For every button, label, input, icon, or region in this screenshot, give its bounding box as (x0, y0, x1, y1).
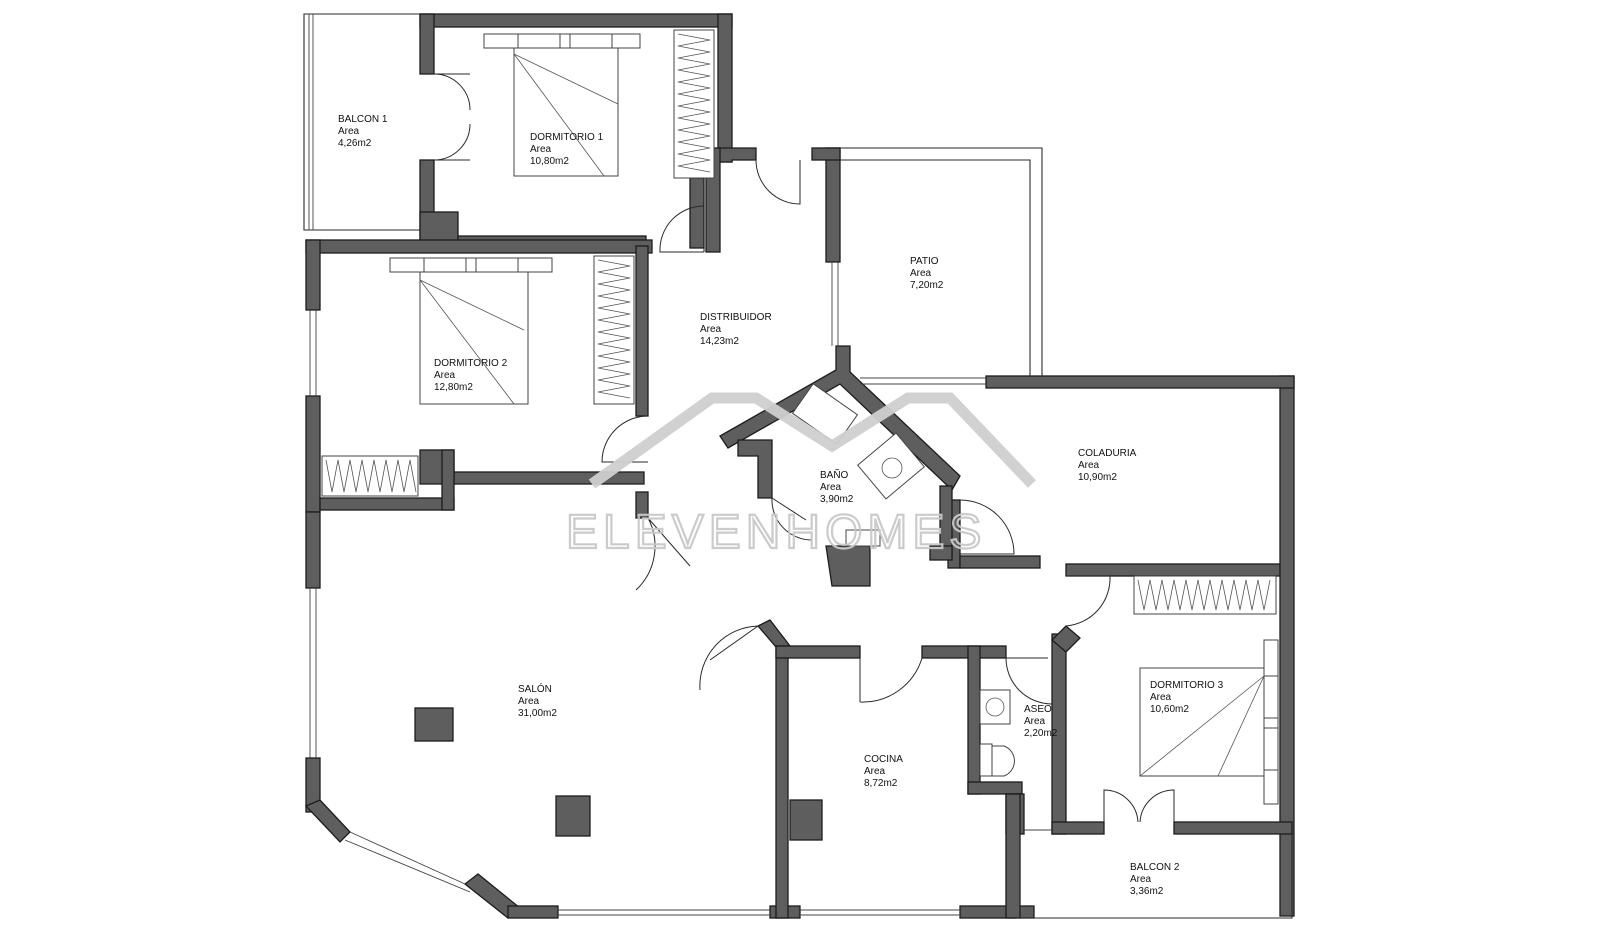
room-area: 10,90m2 (1078, 472, 1117, 483)
room-label-bano: BAÑO Area 3,90m2 (820, 468, 854, 505)
wall (1051, 821, 1105, 835)
room-area-label: Area (1150, 692, 1172, 703)
wall (825, 147, 841, 263)
pillar (555, 795, 591, 837)
walls (304, 13, 1295, 919)
pillar (789, 799, 823, 841)
wall (775, 645, 861, 659)
room-name: COLADURIA (1078, 448, 1137, 459)
wall (305, 239, 321, 311)
room-area: 31,00m2 (518, 708, 557, 719)
room-name: BALCON 2 (1130, 862, 1180, 873)
room-name: DORMITORIO 2 (434, 358, 508, 369)
wall (967, 781, 1023, 795)
wall (1005, 793, 1021, 919)
wall (419, 13, 733, 28)
room-area: 3,90m2 (820, 494, 854, 505)
room-label-dormitorio-3: DORMITORIO 3 Area 10,60m2 (1150, 680, 1224, 715)
room-label-dormitorio-2: DORMITORIO 2 Area 12,80m2 (434, 358, 508, 393)
room-area: 10,80m2 (530, 156, 569, 167)
room-label-coladuria: COLADURIA Area 10,90m2 (1078, 448, 1137, 483)
wall (319, 497, 455, 511)
room-label-aseo: ASEO Area 2,20m2 (1024, 704, 1058, 739)
wall (967, 645, 981, 795)
room-name: ASEO (1024, 704, 1052, 715)
room-area-label: Area (338, 126, 360, 137)
room-labels: BALCON 1 Area 4,26m2 DORMITORIO 1 Area 1… (338, 114, 1224, 897)
wall (959, 555, 1041, 569)
room-name: BAÑO (820, 468, 849, 481)
room-label-balcon-2: BALCON 2 Area 3,36m2 (1130, 862, 1180, 897)
room-name: BALCON 1 (338, 114, 388, 125)
room-name: DORMITORIO 1 (530, 132, 604, 143)
pillar (414, 707, 454, 742)
room-area-label: Area (1024, 716, 1046, 727)
room-area-label: Area (820, 482, 842, 493)
wall (689, 177, 705, 249)
watermark-text: ELEVENHOMES (566, 506, 986, 559)
room-label-patio: PATIO Area 7,20m2 (910, 256, 944, 291)
room-name: PATIO (910, 256, 939, 267)
room-area-label: Area (864, 766, 886, 777)
room-label-salon: SALÓN Area 31,00m2 (518, 682, 557, 719)
wall (635, 491, 649, 519)
room-area-label: Area (518, 696, 540, 707)
wall (305, 239, 653, 254)
wall (929, 545, 953, 561)
room-area-label: Area (434, 370, 456, 381)
wall (1051, 625, 1081, 653)
room-area-label: Area (1130, 874, 1152, 885)
wall (441, 449, 455, 511)
room-name: DISTRIBUIDOR (700, 312, 772, 323)
room-area-label: Area (910, 268, 932, 279)
room-area-label: Area (700, 324, 722, 335)
room-area-label: Area (1078, 460, 1100, 471)
room-name: DORMITORIO 3 (1150, 680, 1224, 691)
room-area: 8,72m2 (864, 778, 898, 789)
wall (1019, 905, 1035, 919)
room-area-label: Area (530, 144, 552, 155)
wall (305, 511, 321, 589)
room-area: 10,60m2 (1150, 704, 1189, 715)
room-area: 4,26m2 (338, 138, 372, 149)
wall (921, 645, 1007, 659)
outlines (303, 13, 1293, 919)
doors (433, 73, 1175, 823)
room-label-balcon-1: BALCON 1 Area 4,26m2 (338, 114, 388, 149)
watermark: ELEVENHOMES (565, 392, 1036, 560)
room-area: 7,20m2 (910, 280, 944, 291)
wall (635, 245, 649, 417)
wall (775, 645, 789, 919)
wall (1065, 563, 1293, 577)
room-name: SALÓN (518, 682, 552, 695)
wall (419, 13, 435, 75)
room-area: 14,23m2 (700, 336, 739, 347)
room-name: COCINA (864, 754, 903, 765)
room-area: 12,80m2 (434, 382, 473, 393)
wall (1173, 821, 1293, 835)
room-label-cocina: COCINA Area 8,72m2 (864, 754, 903, 789)
furniture (321, 29, 1279, 805)
wall (717, 13, 733, 163)
wall (717, 147, 757, 163)
wall (304, 799, 351, 843)
room-area: 2,20m2 (1024, 728, 1058, 739)
wall (985, 375, 1295, 389)
room-label-dormitorio-1: DORMITORIO 1 Area 10,80m2 (530, 132, 604, 167)
room-area: 3,36m2 (1130, 886, 1164, 897)
wall (811, 147, 841, 161)
wall (305, 395, 321, 513)
room-label-distribuidor: DISTRIBUIDOR Area 14,23m2 (700, 312, 772, 347)
wall (507, 905, 559, 919)
wall (737, 439, 773, 499)
